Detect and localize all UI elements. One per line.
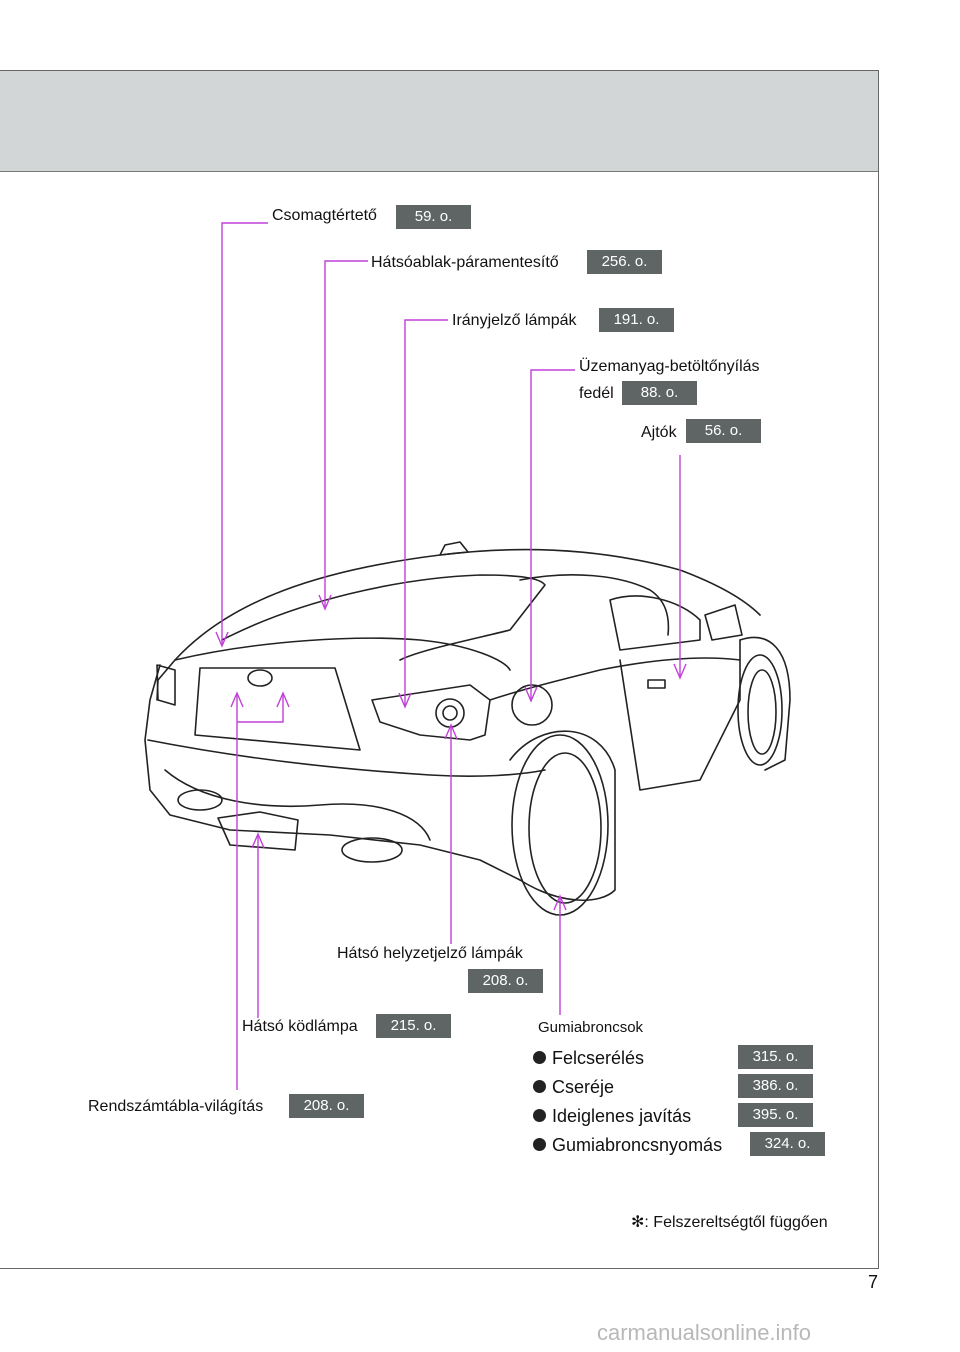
tire-replacement-page-badge[interactable]: 386. o. <box>738 1074 813 1098</box>
tire-item-label: Felcserélés <box>552 1048 645 1068</box>
watermark: carmanualsonline.info <box>597 1320 812 1345</box>
tail-lights-label: Hátsó helyzetjelző lámpák <box>337 945 523 962</box>
frame-top-line <box>0 70 879 71</box>
defogger-page-badge[interactable]: 256. o. <box>587 250 662 274</box>
fuel-door-label-line1: Üzemanyag-betöltőnyílás <box>579 358 760 375</box>
tire-item-replacement: Cseréje <box>533 1076 614 1098</box>
tire-item-label: Ideiglenes javítás <box>552 1106 692 1126</box>
doors-page-badge[interactable]: 56. o. <box>686 419 761 443</box>
asterisk-icon: ✻ <box>631 1214 645 1231</box>
tire-rotation-page-badge[interactable]: 315. o. <box>738 1045 813 1069</box>
trunk-label: Csomagtértető <box>272 207 377 224</box>
tire-item-pressure: Gumiabroncsnyomás <box>533 1134 722 1156</box>
tires-heading: Gumiabroncsok <box>538 1019 644 1036</box>
tire-repair-page-badge[interactable]: 395. o. <box>738 1103 813 1127</box>
bullet-icon <box>533 1051 546 1064</box>
bullet-icon <box>533 1138 546 1151</box>
tire-item-label: Gumiabroncsnyomás <box>552 1135 723 1155</box>
tire-item-rotation: Felcserélés <box>533 1047 644 1069</box>
plate-light-page-badge[interactable]: 208. o. <box>289 1094 364 1118</box>
footnote-text: : Felszereltségtől függően <box>644 1214 828 1231</box>
frame-bottom-line <box>0 1268 879 1269</box>
fuel-door-label-line2: fedél <box>579 385 614 402</box>
plate-light-label: Rendszámtábla-világítás <box>88 1098 264 1115</box>
tail-lights-page-badge[interactable]: 208. o. <box>468 969 543 993</box>
fog-lamp-label: Hátsó ködlámpa <box>242 1018 358 1035</box>
bullet-icon <box>533 1080 546 1093</box>
footnote: ✻: Felszereltségtől függően <box>631 1213 828 1233</box>
tire-item-label: Cseréje <box>552 1077 615 1097</box>
turn-signals-page-badge[interactable]: 191. o. <box>599 308 674 332</box>
defogger-label: Hátsóablak-páramentesítő <box>371 254 559 271</box>
turn-signals-label: Irányjelző lámpák <box>452 312 577 329</box>
bullet-icon <box>533 1109 546 1122</box>
frame-right-line <box>878 70 879 1269</box>
fuel-door-page-badge[interactable]: 88. o. <box>622 381 697 405</box>
trunk-page-badge[interactable]: 59. o. <box>396 205 471 229</box>
header-band <box>0 70 879 172</box>
page-number: 7 <box>868 1272 879 1292</box>
tire-item-temporary-repair: Ideiglenes javítás <box>533 1105 691 1127</box>
tire-pressure-page-badge[interactable]: 324. o. <box>750 1132 825 1156</box>
doors-label: Ajtók <box>641 424 677 441</box>
fog-lamp-page-badge[interactable]: 215. o. <box>376 1014 451 1038</box>
